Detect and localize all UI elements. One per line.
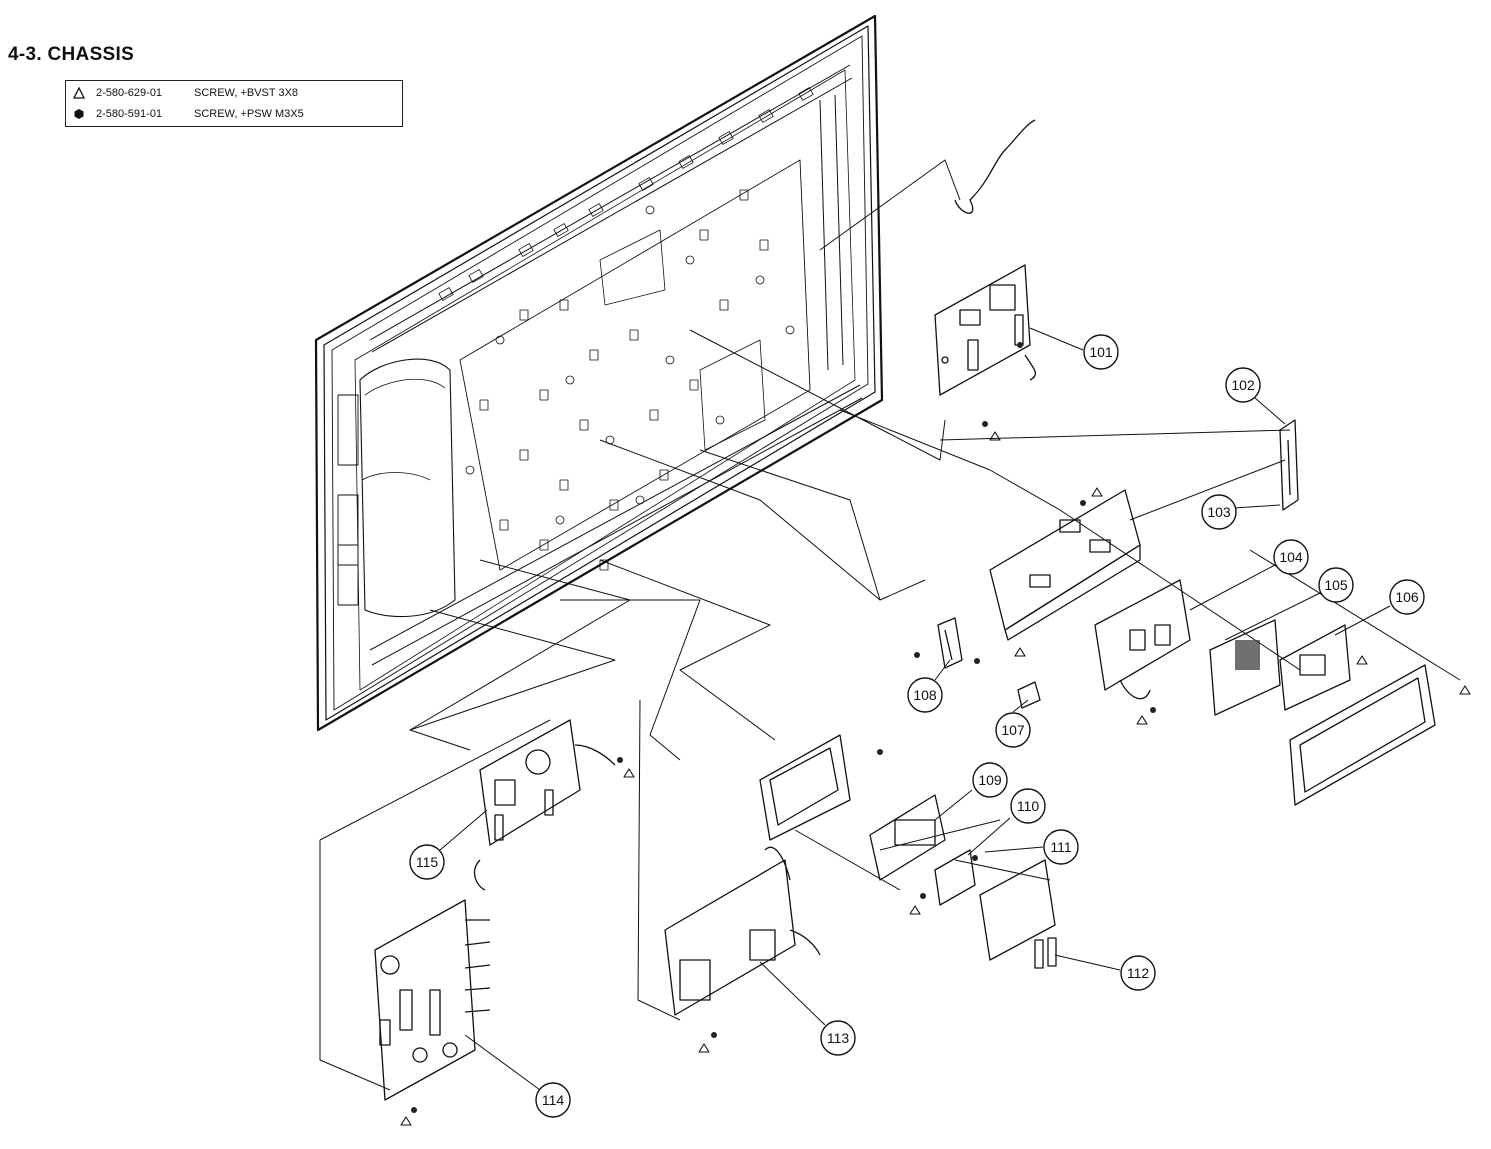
wire-harness (954, 119, 1036, 214)
callout-105: 105 (1324, 577, 1348, 593)
callout-106: 106 (1395, 589, 1419, 605)
triangle-screw-icon (1356, 655, 1368, 665)
triangle-screw-icon (989, 431, 1001, 441)
part-115-board (473, 719, 616, 891)
triangle-screw-icon (698, 1043, 710, 1053)
callout-109: 109 (978, 772, 1002, 788)
hex-screw-icon (974, 658, 980, 664)
part-113-board (664, 846, 821, 1016)
legend-row-2: 2-580-591-01 SCREW, +PSW M3X5 (66, 105, 402, 125)
callout-112: 112 (1127, 965, 1150, 981)
hex-screw-icon (920, 893, 926, 899)
callout-circles (409, 334, 1425, 1118)
part-114-board (374, 899, 491, 1101)
hex-screw-symbol-icon (74, 109, 84, 119)
screw-markers (400, 342, 1471, 1126)
triangle-screw-icon (623, 768, 635, 778)
hex-screw-icon (1017, 342, 1023, 348)
legend-part-number: 2-580-629-01 (96, 87, 163, 99)
legend-description: SCREW, +PSW M3X5 (194, 108, 304, 120)
hex-screw-icon (982, 421, 988, 427)
triangle-screw-icon (1136, 715, 1148, 725)
legend-part-number: 2-580-591-01 (96, 108, 163, 120)
rear-panel (1289, 664, 1436, 806)
legend-row-1: 2-580-629-01 SCREW, +BVST 3X8 (66, 84, 402, 104)
callout-107: 107 (1001, 722, 1025, 738)
callout-leaders (439, 327, 1391, 1091)
callout-108: 108 (913, 687, 937, 703)
hex-screw-icon (877, 749, 883, 755)
callout-111: 111 (1050, 839, 1071, 855)
callout-101: 101 (1089, 344, 1113, 360)
part-102-bracket (1279, 419, 1299, 511)
part-106-module (1279, 624, 1351, 711)
hex-screw-icon (972, 855, 978, 861)
part-104-board (1094, 579, 1191, 700)
hex-screw-icon (711, 1032, 717, 1038)
hex-screw-icon (914, 652, 920, 658)
triangle-screw-icon (1459, 685, 1471, 695)
triangle-screw-icon (909, 905, 921, 915)
hex-screw-icon (1150, 707, 1156, 713)
callout-114: 114 (542, 1092, 565, 1108)
page-title: 4-3. CHASSIS (8, 44, 135, 65)
triangle-symbol-icon (73, 87, 85, 99)
hex-screw-icon (1080, 500, 1086, 506)
screw-legend: 2-580-629-01 SCREW, +BVST 3X8 2-580-591-… (65, 80, 403, 127)
cabinet-bracket (759, 734, 851, 841)
callout-103: 103 (1207, 504, 1231, 520)
chassis-frame (314, 14, 884, 732)
triangle-screw-icon (1091, 487, 1103, 497)
part-105-module (1209, 619, 1281, 716)
part-108-bracket (937, 617, 963, 669)
callout-115: 115 (416, 854, 439, 870)
explode-lines (319, 159, 1461, 1091)
legend-description: SCREW, +BVST 3X8 (194, 87, 299, 99)
part-107-clip (1017, 681, 1041, 709)
part-101-board (934, 264, 1037, 396)
callout-102: 102 (1231, 377, 1255, 393)
callout-104: 104 (1279, 549, 1303, 565)
hex-screw-icon (617, 757, 623, 763)
hex-screw-icon (411, 1107, 417, 1113)
triangle-screw-icon (400, 1116, 412, 1126)
part-110-module (934, 849, 976, 906)
center-bracket (989, 489, 1141, 641)
part-109-board (869, 794, 946, 881)
part-112-board (979, 859, 1057, 969)
callout-110: 110 (1017, 798, 1040, 814)
callout-113: 113 (827, 1030, 850, 1046)
triangle-screw-icon (1014, 647, 1026, 657)
